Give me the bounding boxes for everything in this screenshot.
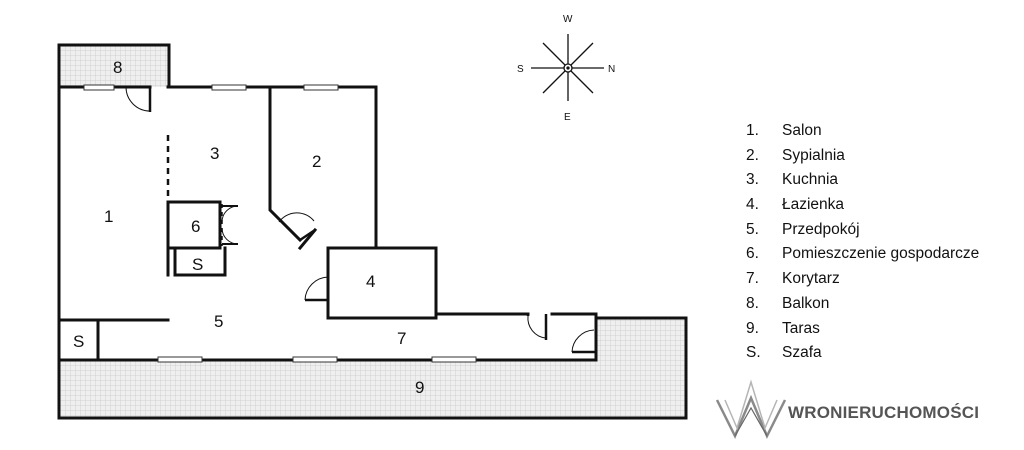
logo-text: WRONIERUCHOMOŚCI bbox=[788, 403, 980, 422]
legend-key: 6. bbox=[746, 245, 759, 263]
closet-label-storage: S bbox=[192, 255, 203, 274]
balcony-area bbox=[59, 45, 169, 87]
legend-item: 3. Kuchnia bbox=[746, 168, 979, 193]
room-label-4: 4 bbox=[366, 272, 375, 291]
room-label-1: 1 bbox=[104, 207, 113, 226]
logo-w-icon bbox=[715, 379, 787, 439]
legend-item: 2. Sypialnia bbox=[746, 144, 979, 169]
legend-item: 9. Taras bbox=[746, 317, 979, 342]
room-label-9: 9 bbox=[415, 378, 424, 397]
legend-key: 9. bbox=[746, 319, 759, 337]
legend-item: 7. Korytarz bbox=[746, 267, 979, 292]
legend-key: 8. bbox=[746, 294, 759, 312]
legend-item: 5. Przedpokój bbox=[746, 218, 979, 243]
compass-label-west: W bbox=[563, 14, 573, 25]
legend-key: 1. bbox=[746, 122, 759, 139]
legend-name: Taras bbox=[782, 319, 820, 337]
room-label-3: 3 bbox=[210, 144, 219, 163]
legend-name: Szafa bbox=[782, 344, 822, 362]
legend-name: Salon bbox=[782, 122, 822, 139]
doors bbox=[96, 86, 598, 356]
room-label-2: 2 bbox=[312, 152, 321, 171]
legend-key: 2. bbox=[746, 146, 759, 164]
compass-label-north: N bbox=[608, 64, 615, 75]
legend-name: Balkon bbox=[782, 294, 830, 312]
windows bbox=[83, 84, 477, 363]
room-label-6: 6 bbox=[191, 217, 200, 236]
legend-item: 1. Salon bbox=[746, 119, 979, 144]
legend-name: Kuchnia bbox=[782, 171, 839, 189]
terrace-right-area bbox=[596, 318, 686, 360]
legend-key: 4. bbox=[746, 196, 759, 214]
legend-item: 8. Balkon bbox=[746, 292, 979, 317]
terrace-area bbox=[59, 360, 686, 418]
compass-label-south: S bbox=[517, 64, 524, 75]
room-label-8: 8 bbox=[113, 58, 122, 77]
legend-name: Łazienka bbox=[782, 196, 845, 214]
room-legend: 1. Salon 2. Sypialnia 3. Kuchnia 4. Łazienka… bbox=[746, 119, 979, 366]
legend-item: 6. Pomieszczenie gospodarcze bbox=[746, 242, 979, 267]
room-label-7: 7 bbox=[397, 329, 406, 348]
legend-item: 4. Łazienka bbox=[746, 193, 979, 218]
legend-name: Pomieszczenie gospodarcze bbox=[782, 245, 980, 263]
legend-key: S. bbox=[746, 344, 761, 362]
compass-rose-icon bbox=[531, 34, 604, 101]
compass-label-east: E bbox=[564, 112, 571, 123]
closet-label-left: S bbox=[73, 332, 84, 351]
legend-key: 3. bbox=[746, 171, 759, 189]
legend-name: Sypialnia bbox=[782, 146, 845, 164]
legend-name: Korytarz bbox=[782, 270, 840, 288]
room-label-5: 5 bbox=[214, 312, 223, 331]
legend-key: 5. bbox=[746, 220, 759, 238]
legend-name: Przedpokój bbox=[782, 220, 860, 238]
legend-key: 7. bbox=[746, 270, 759, 288]
legend-item: S. Szafa bbox=[746, 341, 979, 366]
